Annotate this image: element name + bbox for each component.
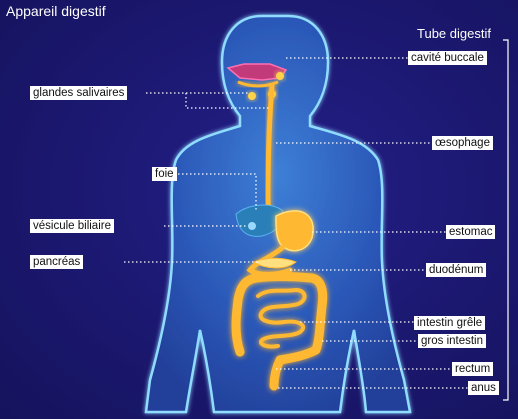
label-duodenum: duodénum	[426, 263, 486, 277]
gallbladder-shape	[248, 222, 256, 230]
tube-bracket	[503, 40, 508, 400]
label-oesophage: œsophage	[432, 136, 493, 150]
label-intestin-grele: intestin grêle	[414, 316, 485, 330]
label-vesicule-biliaire: vésicule biliaire	[30, 219, 114, 233]
label-gros-intestin: gros intestin	[418, 334, 486, 348]
label-cavite-buccale: cavité buccale	[408, 51, 487, 65]
page-title: Appareil digestif	[6, 3, 106, 20]
salivary-gland-shape-3	[276, 72, 284, 80]
label-pancreas: pancréas	[30, 255, 83, 269]
label-glandes-salivaires: glandes salivaires	[30, 86, 127, 100]
stomach-shape	[276, 211, 313, 251]
label-anus: anus	[468, 381, 499, 395]
label-foie: foie	[152, 167, 177, 181]
label-rectum: rectum	[452, 362, 493, 376]
label-estomac: estomac	[446, 225, 495, 239]
tube-digestif-title: Tube digestif	[417, 26, 491, 42]
salivary-gland-shape	[248, 92, 256, 100]
